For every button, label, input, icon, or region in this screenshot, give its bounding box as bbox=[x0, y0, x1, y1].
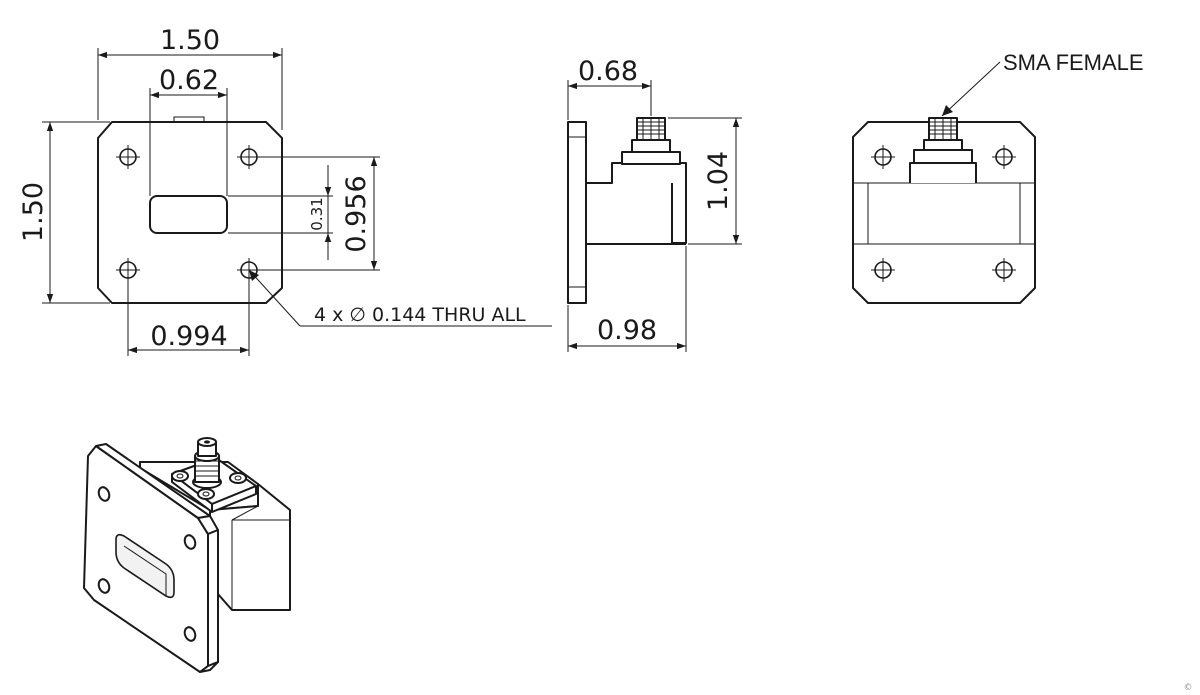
iso-sma-connector bbox=[192, 437, 222, 489]
mounting-hole-bl bbox=[116, 258, 140, 282]
rear-hole-bl bbox=[871, 258, 895, 282]
dim-label: 1.50 bbox=[160, 25, 220, 56]
side-flange bbox=[567, 121, 587, 304]
rear-sma-connector bbox=[928, 117, 958, 141]
sma-female-callout: SMA FEMALE bbox=[941, 50, 1144, 117]
dim-front-height: 1.50 bbox=[18, 121, 110, 304]
dim-hole-spacing-vertical: 0.956 bbox=[258, 156, 380, 271]
rear-flange-outline bbox=[852, 121, 1036, 304]
dim-side-length: 0.98 bbox=[567, 246, 687, 352]
front-view: 1.50 0.62 1.50 0.31 bbox=[18, 25, 552, 356]
hole-callout: 4 x ∅ 0.144 THRU ALL bbox=[248, 269, 552, 327]
dim-label: 0.956 bbox=[341, 175, 372, 252]
dim-side-height: 1.04 bbox=[668, 117, 742, 245]
iso-flange-holes bbox=[97, 486, 197, 642]
dim-label: 0.31 bbox=[308, 197, 326, 230]
mounting-hole-tr bbox=[237, 145, 261, 169]
page-marker: © bbox=[1184, 683, 1193, 693]
iso-screws bbox=[171, 470, 247, 500]
dim-side-depth: 0.68 bbox=[567, 56, 652, 120]
rear-hole-tr bbox=[992, 145, 1016, 169]
rear-view: SMA FEMALE bbox=[852, 50, 1144, 304]
dim-label: 1.04 bbox=[703, 151, 734, 211]
dim-label: 0.994 bbox=[150, 321, 227, 352]
dim-hole-spacing-horizontal: 0.994 bbox=[127, 280, 250, 356]
dim-label: 0.98 bbox=[597, 315, 657, 346]
hole-callout-text: 4 x ∅ 0.144 THRU ALL bbox=[314, 304, 526, 326]
isometric-view bbox=[83, 437, 291, 673]
dim-label: 0.68 bbox=[578, 56, 638, 87]
front-top-tab bbox=[173, 116, 205, 123]
rear-hole-tl bbox=[871, 145, 895, 169]
sma-female-label: SMA FEMALE bbox=[1003, 50, 1144, 75]
dim-aperture-height: 0.31 bbox=[228, 165, 333, 260]
dim-aperture-width: 0.62 bbox=[149, 65, 228, 196]
dim-label: 0.62 bbox=[159, 65, 219, 96]
side-sma-connector bbox=[636, 117, 666, 141]
waveguide-aperture bbox=[149, 195, 228, 234]
dim-front-width: 1.50 bbox=[97, 25, 283, 130]
rear-hole-br bbox=[992, 258, 1016, 282]
mounting-hole-tl bbox=[116, 145, 140, 169]
dim-label: 1.50 bbox=[18, 182, 49, 242]
side-view: 0.68 1.04 0.98 bbox=[567, 56, 742, 352]
side-body bbox=[585, 162, 687, 245]
